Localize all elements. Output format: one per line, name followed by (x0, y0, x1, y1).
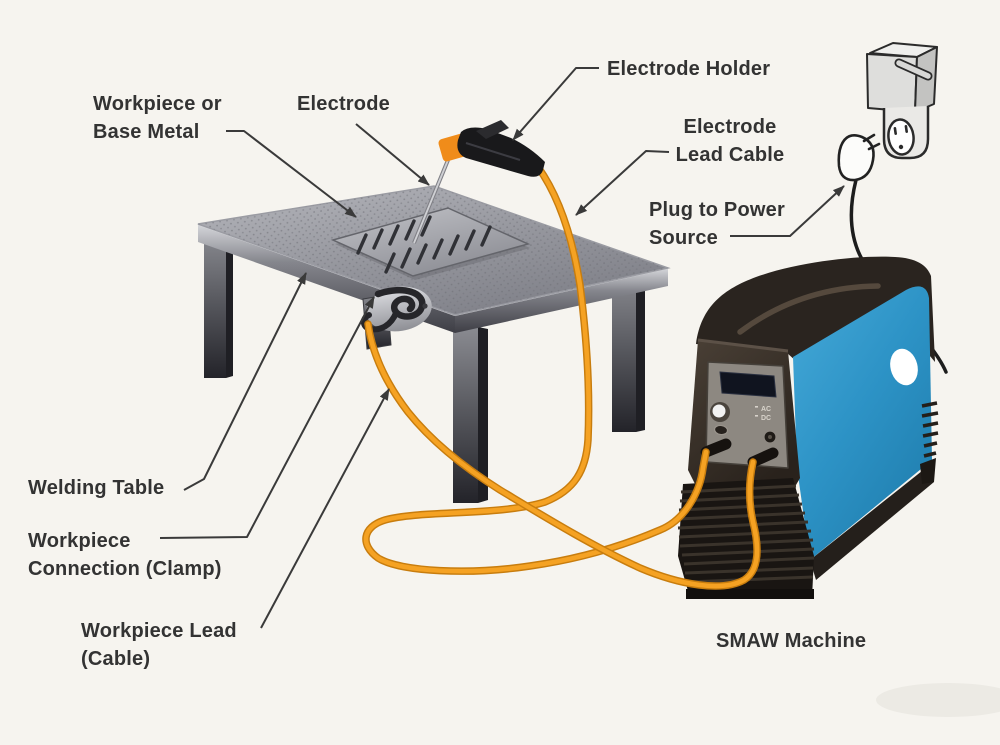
label-line: Workpiece (28, 530, 131, 552)
label-line: Source (649, 227, 719, 249)
label-line: (Cable) (81, 648, 151, 670)
label-electrode-holder: Electrode Holder (607, 55, 770, 83)
label-line: Connection (Clamp) (28, 558, 222, 580)
svg-text:AC: AC (761, 406, 771, 413)
welding-table-illustration (197, 185, 671, 503)
label-electrode: Electrode (297, 90, 390, 118)
label-line: Lead Cable (675, 144, 785, 166)
label-electrode-lead-cable: Electrode Lead Cable (655, 113, 805, 169)
leader-workpiece-base-metal (226, 130, 357, 218)
plate-slots (356, 215, 492, 274)
label-line: Workpiece Lead (81, 620, 237, 642)
floor-shadow (876, 683, 1000, 717)
leader-workpiece-connection (159, 296, 375, 539)
label-line: SMAW Machine (716, 630, 867, 652)
label-welding-table: Welding Table (28, 474, 164, 502)
workpiece-lead-cable (364, 320, 761, 590)
label-line: Base Metal (93, 121, 200, 143)
label-line: Electrode (683, 116, 777, 138)
leader-electrode-lead-cable (575, 150, 670, 216)
label-workpiece-lead: Workpiece Lead (Cable) (81, 617, 237, 673)
panel-switch (713, 424, 729, 436)
leader-electrode-holder (512, 67, 599, 141)
label-smaw-machine: SMAW Machine (716, 627, 866, 655)
ac-dc-markings: AC DC (755, 406, 771, 422)
label-workpiece-base-metal: Workpiece or Base Metal (93, 90, 222, 146)
holder-jaw-lever (476, 120, 509, 139)
machine-fins (677, 478, 815, 599)
cables (362, 163, 761, 590)
plug-icon (837, 133, 881, 182)
label-line: Workpiece or (93, 93, 222, 115)
electrode-lead-cable (362, 163, 710, 575)
leader-electrode (355, 123, 430, 186)
electrode-rod (412, 159, 450, 244)
holder-body (457, 127, 545, 177)
label-line: Electrode Holder (607, 58, 771, 80)
smaw-machine-illustration: AC DC (677, 256, 939, 599)
workpiece-plate (330, 207, 531, 280)
display-screen (719, 371, 777, 398)
electrode-holder-illustration (412, 120, 545, 244)
leader-lines (159, 67, 845, 629)
label-workpiece-connection: Workpiece Connection (Clamp) (28, 527, 222, 583)
leader-plug-power-source (730, 185, 845, 237)
conduit-pipe-icon (894, 58, 933, 81)
side-fins (921, 401, 939, 458)
svg-text:DC: DC (761, 415, 771, 422)
power-outlet-illustration (837, 42, 948, 374)
leader-workpiece-lead (260, 388, 390, 629)
leader-welding-table (183, 272, 307, 491)
label-plug-power-source: Plug to Power Source (649, 196, 785, 252)
label-line: Welding Table (28, 477, 165, 499)
label-line: Plug to Power (649, 199, 785, 221)
label-line: Electrode (297, 93, 390, 115)
machine-control-panel: AC DC (700, 361, 789, 469)
